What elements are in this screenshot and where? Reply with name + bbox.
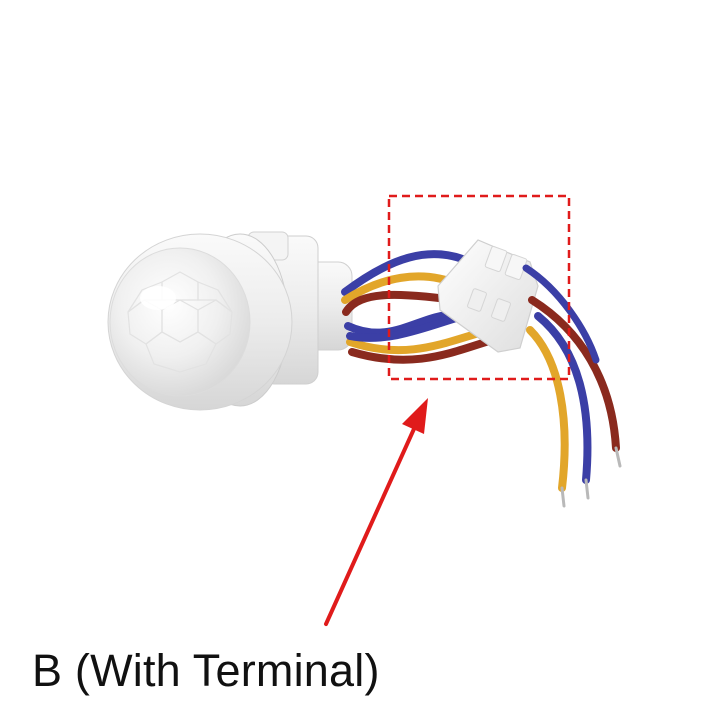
wire-leads — [522, 264, 620, 492]
product-caption: B (With Terminal) — [32, 645, 380, 696]
lead-yellow — [526, 326, 569, 492]
lead-blue-back — [522, 264, 600, 364]
lead-brown — [528, 296, 620, 452]
fresnel-lens — [109, 247, 251, 397]
terminal-slot-3 — [467, 288, 487, 312]
lens-highlight — [140, 286, 176, 310]
wire-blue-1 — [341, 250, 474, 296]
terminal-slot-1 — [484, 245, 508, 273]
pir-sensor — [107, 231, 353, 411]
terminal-slot-4 — [491, 298, 511, 322]
terminal-block — [437, 239, 539, 353]
lead-blue — [534, 312, 592, 484]
pointer-arrow — [324, 398, 428, 626]
wire-tips — [560, 446, 622, 508]
